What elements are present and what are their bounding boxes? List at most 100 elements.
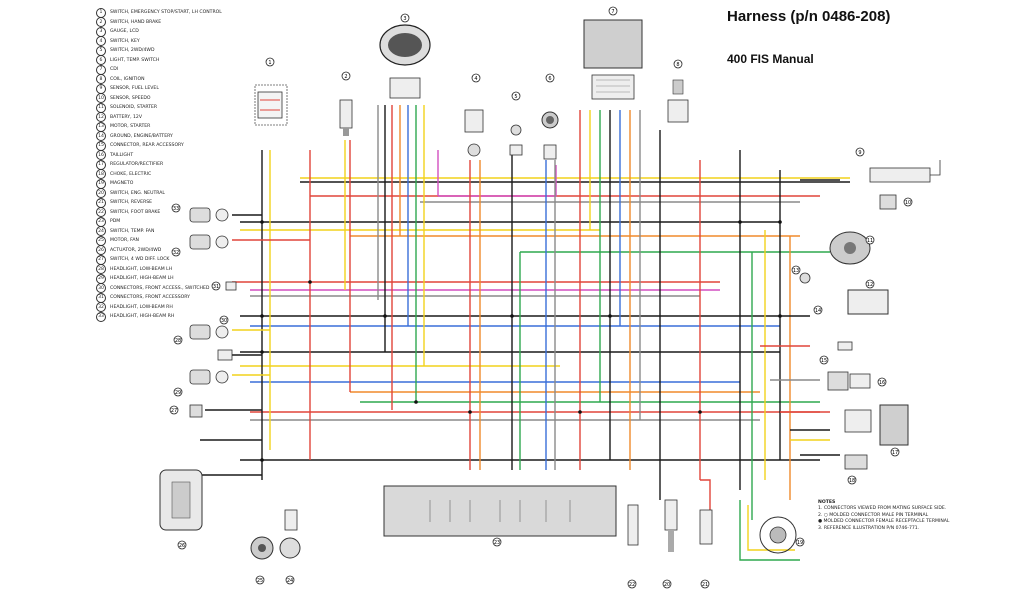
- legend-label: CDI: [110, 67, 119, 73]
- legend-number: 29: [96, 273, 106, 284]
- page-subtitle: 400 FIS Manual: [727, 52, 814, 66]
- legend-label: SWITCH, ENG. NEUTRAL: [110, 190, 165, 196]
- legend-number: 14: [96, 131, 106, 142]
- callout-12: 12: [865, 279, 875, 289]
- magneto: [759, 516, 797, 554]
- legend-number: 8: [96, 74, 106, 85]
- callout-10: 10: [903, 197, 913, 207]
- callout-15: 15: [819, 355, 829, 365]
- callout-29: 29: [173, 387, 183, 397]
- legend-label: SWITCH, REVERSE: [110, 200, 153, 206]
- taillight: [827, 371, 871, 391]
- connector-front-access-switched: [217, 349, 233, 361]
- switch-diff-lock: [189, 404, 203, 418]
- svg-text:3: 3: [403, 16, 406, 22]
- notes-title: NOTES: [818, 500, 836, 505]
- svg-text:22: 22: [629, 582, 635, 588]
- callout-8: 8: [673, 59, 683, 69]
- legend-number: 28: [96, 264, 106, 275]
- svg-text:33: 33: [173, 206, 179, 212]
- battery-12v: [847, 289, 889, 315]
- svg-text:25: 25: [257, 578, 263, 584]
- legend-number: 24: [96, 226, 106, 237]
- svg-text:23: 23: [494, 540, 500, 546]
- sensor-fuel-level: [869, 160, 941, 183]
- legend-number: 5: [96, 45, 106, 56]
- legend-item: 26 ACTUATOR, 2WD/4WD: [96, 245, 216, 256]
- legend-label: HEADLIGHT, LOW-BEAM LH: [110, 266, 173, 272]
- gauge-lcd: [379, 24, 431, 99]
- legend-label: CONNECTORS, FRONT ACCESS., SWITCHED: [110, 285, 210, 291]
- coil-ignition: [667, 79, 689, 123]
- switch-temp-fan: [279, 509, 301, 559]
- callout-26: 26: [177, 540, 187, 550]
- legend-label: REGULATOR/RECTIFIER: [110, 162, 164, 168]
- notes-line: 1. CONNECTORS VIEWED FROM MATING SURFACE…: [818, 506, 947, 512]
- callout-31: 31: [211, 281, 221, 291]
- svg-text:5: 5: [514, 94, 517, 100]
- callout-11: 11: [865, 235, 875, 245]
- notes-block: NOTES 1. CONNECTORS VIEWED FROM MATING S…: [818, 500, 1008, 532]
- callout-25: 25: [255, 575, 265, 585]
- legend-label: GAUGE, LCD: [110, 29, 139, 35]
- legend-number: 30: [96, 283, 106, 294]
- callout-24: 24: [285, 575, 295, 585]
- legend-item: 20 SWITCH, ENG. NEUTRAL: [96, 188, 216, 199]
- legend-number: 1: [96, 7, 106, 18]
- legend-number: 9: [96, 83, 106, 94]
- legend-number: 26: [96, 245, 106, 256]
- legend-number: 25: [96, 235, 106, 246]
- svg-text:31: 31: [213, 284, 219, 290]
- page-title: Harness (p/n 0486-208): [727, 8, 891, 25]
- headlight-lh-high: [189, 369, 229, 385]
- legend-label: MOTOR, STARTER: [110, 124, 151, 130]
- switch-key: [464, 109, 484, 157]
- legend-label: HEADLIGHT, LOW-BEAM RH: [110, 304, 173, 310]
- callout-13: 13: [791, 265, 801, 275]
- legend-label: ACTUATOR, 2WD/4WD: [110, 247, 162, 253]
- legend-item: 30 CONNECTORS, FRONT ACCESS., SWITCHED: [96, 283, 216, 294]
- svg-text:17: 17: [892, 450, 898, 456]
- legend-label: GROUND, ENGINE/BATTERY: [110, 133, 173, 139]
- callout-28: 28: [173, 335, 183, 345]
- wires: [200, 105, 850, 561]
- legend-label: CONNECTOR, REAR ACCESSORY: [110, 143, 184, 149]
- legend-label: MAGNETO: [110, 181, 134, 187]
- actuator-2wd4wd: [159, 469, 203, 531]
- legend-label: SWITCH, FOOT BRAKE: [110, 209, 161, 215]
- legend-label: CONNECTORS, FRONT ACCESSORY: [110, 295, 190, 301]
- svg-text:24: 24: [287, 578, 293, 584]
- svg-text:18: 18: [849, 478, 855, 484]
- legend-number: 17: [96, 159, 106, 170]
- callout-1: 1: [265, 57, 275, 67]
- legend-number: 16: [96, 150, 106, 161]
- legend-number: 3: [96, 26, 106, 37]
- legend-label: MOTOR, FAN: [110, 238, 139, 244]
- legend-number: 13: [96, 121, 106, 132]
- callout-9: 9: [855, 147, 865, 157]
- components: [159, 19, 941, 560]
- svg-text:32: 32: [173, 250, 179, 256]
- svg-text:29: 29: [175, 390, 181, 396]
- callout-32: 32: [171, 247, 181, 257]
- svg-text:15: 15: [821, 358, 827, 364]
- legend-number: 20: [96, 188, 106, 199]
- sensor-speedo: [879, 194, 897, 210]
- legend-label: SWITCH, 4 WD DIFF. LOCK: [110, 257, 170, 263]
- svg-text:1: 1: [268, 60, 271, 66]
- svg-text:27: 27: [171, 408, 177, 414]
- legend-number: 19: [96, 178, 106, 189]
